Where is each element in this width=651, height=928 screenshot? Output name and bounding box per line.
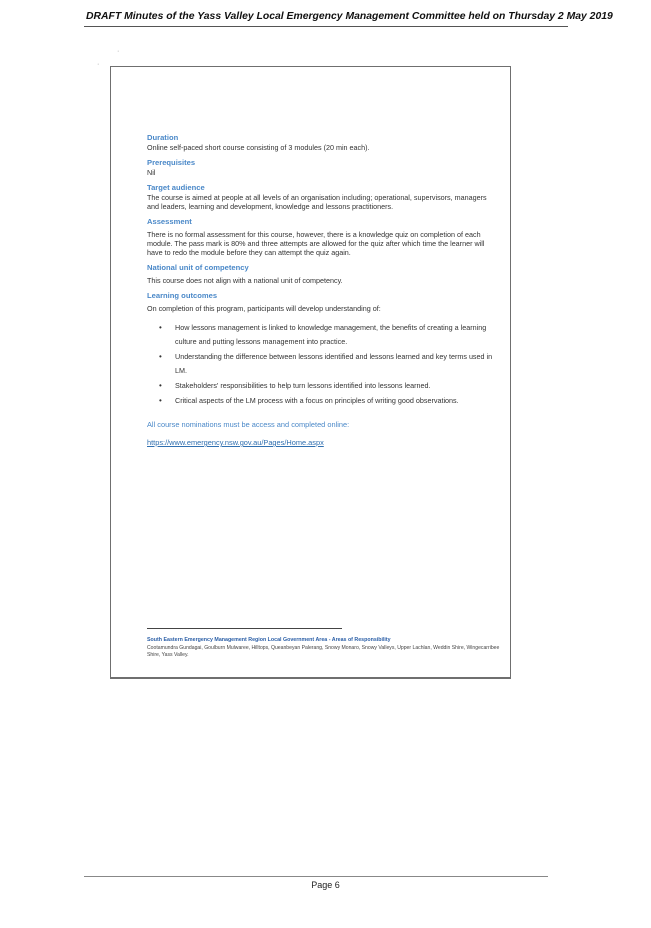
list-item-text: Understanding the difference between les… — [175, 352, 493, 375]
section-heading-prerequisites: Prerequisites — [147, 158, 196, 167]
section-heading-duration: Duration — [147, 133, 179, 142]
emergency-website-link[interactable]: https://www.emergency.nsw.gov.au/Pages/H… — [147, 438, 324, 447]
section-heading-target-audience: Target audience — [147, 183, 205, 192]
footnote-body: Cootamundra Gundagai, Goulburn Mulwaree,… — [147, 645, 500, 658]
footnote-title: South Eastern Emergency Management Regio… — [147, 637, 391, 643]
bullet-icon: • — [159, 396, 162, 405]
scan-speck: · — [117, 48, 120, 55]
list-item-text: How lessons management is linked to know… — [175, 323, 487, 346]
list-item-text: Critical aspects of the LM process with … — [175, 396, 459, 405]
list-item: • Critical aspects of the LM process with… — [147, 394, 497, 408]
section-body-prerequisites: Nil — [147, 168, 156, 177]
learning-outcomes-intro: On completion of this program, participa… — [147, 304, 381, 313]
header-divider — [84, 26, 568, 27]
section-body-duration: Online self-paced short course consistin… — [147, 143, 370, 152]
footnote-divider — [147, 628, 342, 629]
bullet-icon: • — [159, 352, 162, 361]
section-body-assessment: There is no formal assessment for this c… — [147, 230, 485, 257]
section-body-competency: This course does not align with a nation… — [147, 276, 343, 285]
list-item-text: Stakeholders' responsibilities to help t… — [175, 381, 431, 390]
document-header-title: DRAFT Minutes of the Yass Valley Local E… — [86, 11, 613, 22]
scanned-page-frame — [110, 66, 511, 679]
list-item: • How lessons management is linked to kno… — [147, 321, 497, 349]
list-item: • Stakeholders' responsibilities to help … — [147, 379, 497, 393]
bullet-icon: • — [159, 323, 162, 332]
section-heading-competency: National unit of competency — [147, 263, 249, 272]
list-item: • Understanding the difference between le… — [147, 350, 497, 378]
nominations-note: All course nominations must be access an… — [147, 420, 350, 429]
scanned-page-content: Duration Online self-paced short course … — [147, 133, 497, 450]
footer-divider — [84, 876, 548, 877]
learning-outcomes-list: • How lessons management is linked to kno… — [147, 321, 497, 408]
section-heading-learning-outcomes: Learning outcomes — [147, 291, 218, 300]
section-body-target-audience: The course is aimed at people at all lev… — [147, 193, 487, 211]
bullet-icon: • — [159, 381, 162, 390]
section-heading-assessment: Assessment — [147, 217, 192, 226]
scan-speck: · — [97, 61, 100, 68]
page-number: Page 6 — [311, 880, 340, 890]
